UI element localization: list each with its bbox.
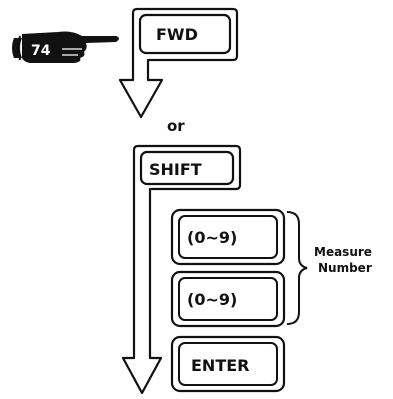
annotation-line-2: Number bbox=[318, 261, 372, 275]
enter-key-label: ENTER bbox=[191, 356, 249, 375]
or-connector: or bbox=[167, 117, 185, 135]
page-ref-number: 74 bbox=[31, 43, 51, 59]
shift-key-label: SHIFT bbox=[149, 160, 202, 179]
digit-key-2-label: (0~9) bbox=[187, 290, 237, 309]
pointing-hand-icon: 74 bbox=[12, 32, 119, 64]
annotation-line-1: Measure bbox=[314, 245, 372, 259]
digit-key-1-label: (0~9) bbox=[187, 228, 237, 247]
fwd-key-label: FWD bbox=[156, 25, 198, 44]
measure-number-bracket bbox=[287, 212, 307, 324]
